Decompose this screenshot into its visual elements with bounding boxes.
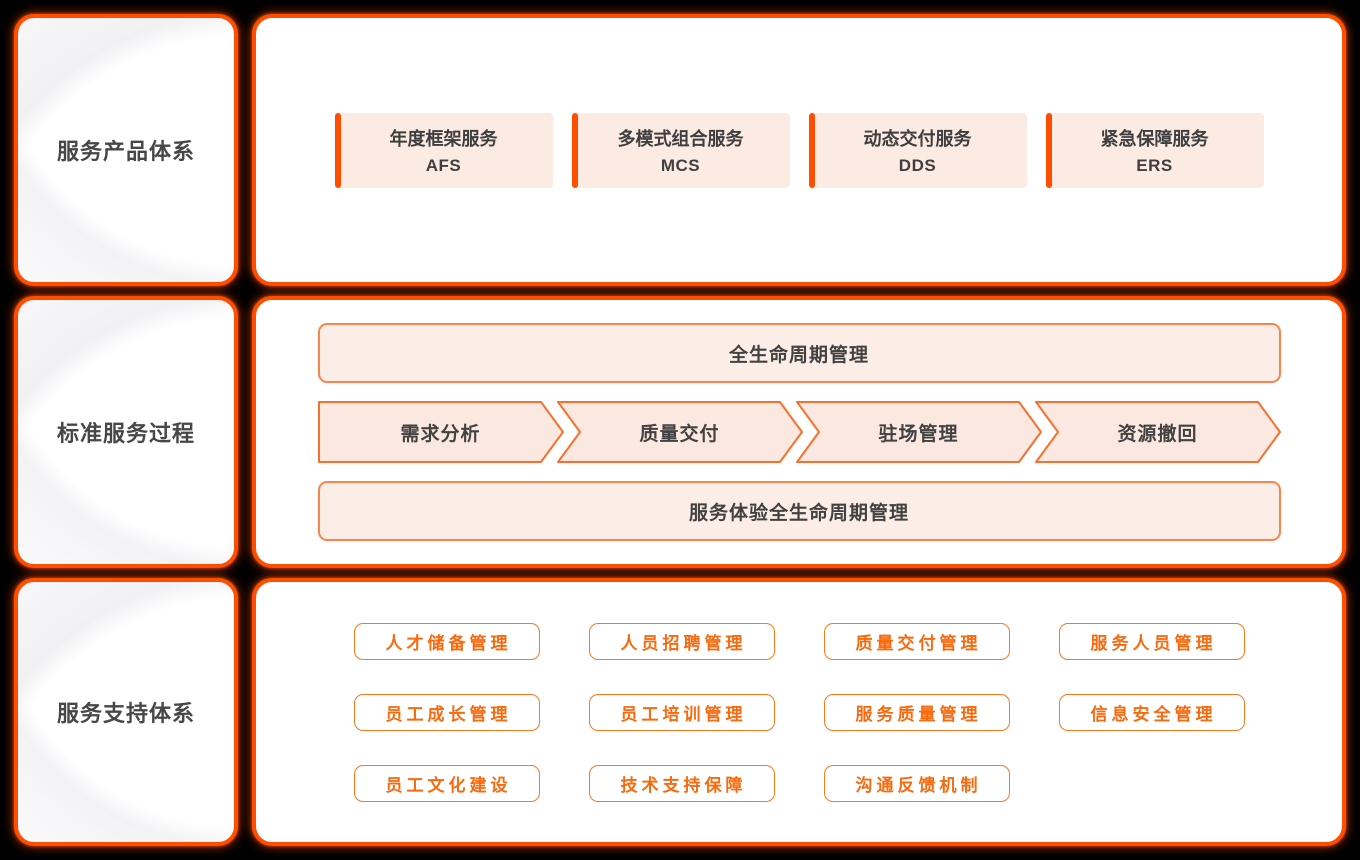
row-label: 标准服务过程	[56, 421, 195, 446]
chevron-arrow-shape	[317, 401, 564, 463]
support-item: 员工培训管理	[588, 693, 775, 731]
support-item: 服务人员管理	[1058, 622, 1245, 660]
lifecycle-bar-top: 全生命周期管理	[317, 323, 1281, 383]
process-step-4: 资源撤回	[1034, 401, 1281, 463]
lifecycle-bar-bottom: 服务体验全生命周期管理	[317, 481, 1281, 541]
product-title: 年度框架服务	[389, 128, 498, 149]
supports-grid: 人才储备管理 人员招聘管理 质量交付管理 服务人员管理 员工成长管理 员工培训管…	[353, 622, 1245, 802]
panel-supports: 人才储备管理 人员招聘管理 质量交付管理 服务人员管理 员工成长管理 员工培训管…	[252, 578, 1346, 846]
product-code: AFS	[425, 155, 462, 175]
product-card-mcs: 多模式组合服务 MCS	[571, 112, 790, 188]
row-label: 服务支持体系	[56, 701, 195, 726]
process-step-label: 驻场管理	[878, 423, 959, 445]
product-card-dds: 动态交付服务 DDS	[808, 112, 1027, 188]
support-item: 员工成长管理	[353, 693, 540, 731]
support-item: 员工文化建设	[353, 764, 540, 802]
lifecycle-bar-top-label: 全生命周期管理	[728, 344, 869, 366]
chevron-arrow-shape	[556, 401, 803, 463]
product-code: DDS	[898, 155, 937, 175]
support-item: 人才储备管理	[353, 622, 540, 660]
product-title: 紧急保障服务	[1100, 128, 1209, 149]
support-item: 技术支持保障	[588, 764, 775, 802]
lifecycle-bar-bottom-label: 服务体验全生命周期管理	[688, 502, 909, 524]
row-label: 服务产品体系	[56, 139, 195, 164]
accent-bar	[808, 112, 815, 188]
support-item: 人员招聘管理	[588, 622, 775, 660]
row-label-card-products: 服务产品体系	[14, 14, 238, 286]
panel-process: 全生命周期管理 需求分析 质量交付 驻场管理	[252, 296, 1346, 568]
support-item: 服务质量管理	[823, 693, 1010, 731]
accent-bar	[1045, 112, 1052, 188]
chevron-arrow-shape	[795, 401, 1042, 463]
row-label-card-supports: 服务支持体系	[14, 578, 238, 846]
product-title: 动态交付服务	[863, 128, 972, 149]
process-step-3: 驻场管理	[795, 401, 1042, 463]
chevron-arrow-shape	[1034, 401, 1281, 463]
accent-bar	[571, 112, 578, 188]
support-item: 信息安全管理	[1058, 693, 1245, 731]
process-steps: 需求分析 质量交付 驻场管理 资源撤回	[317, 401, 1281, 463]
product-code: ERS	[1136, 155, 1173, 175]
support-item: 质量交付管理	[823, 622, 1010, 660]
row-label-card-process: 标准服务过程	[14, 296, 238, 568]
process-step-label: 需求分析	[400, 423, 481, 445]
product-card-ers: 紧急保障服务 ERS	[1045, 112, 1264, 188]
accent-bar	[334, 112, 341, 188]
process-step-2: 质量交付	[556, 401, 803, 463]
panel-products: 年度框架服务 AFS 多模式组合服务 MCS 动态交付服务 DDS 紧急保障服务…	[252, 14, 1346, 286]
process-step-label: 资源撤回	[1117, 423, 1198, 445]
process-step-1: 需求分析	[317, 401, 564, 463]
product-card-afs: 年度框架服务 AFS	[334, 112, 553, 188]
process-step-label: 质量交付	[639, 423, 720, 445]
support-item: 沟通反馈机制	[823, 764, 1010, 802]
product-code: MCS	[660, 155, 701, 175]
product-title: 多模式组合服务	[617, 128, 744, 149]
